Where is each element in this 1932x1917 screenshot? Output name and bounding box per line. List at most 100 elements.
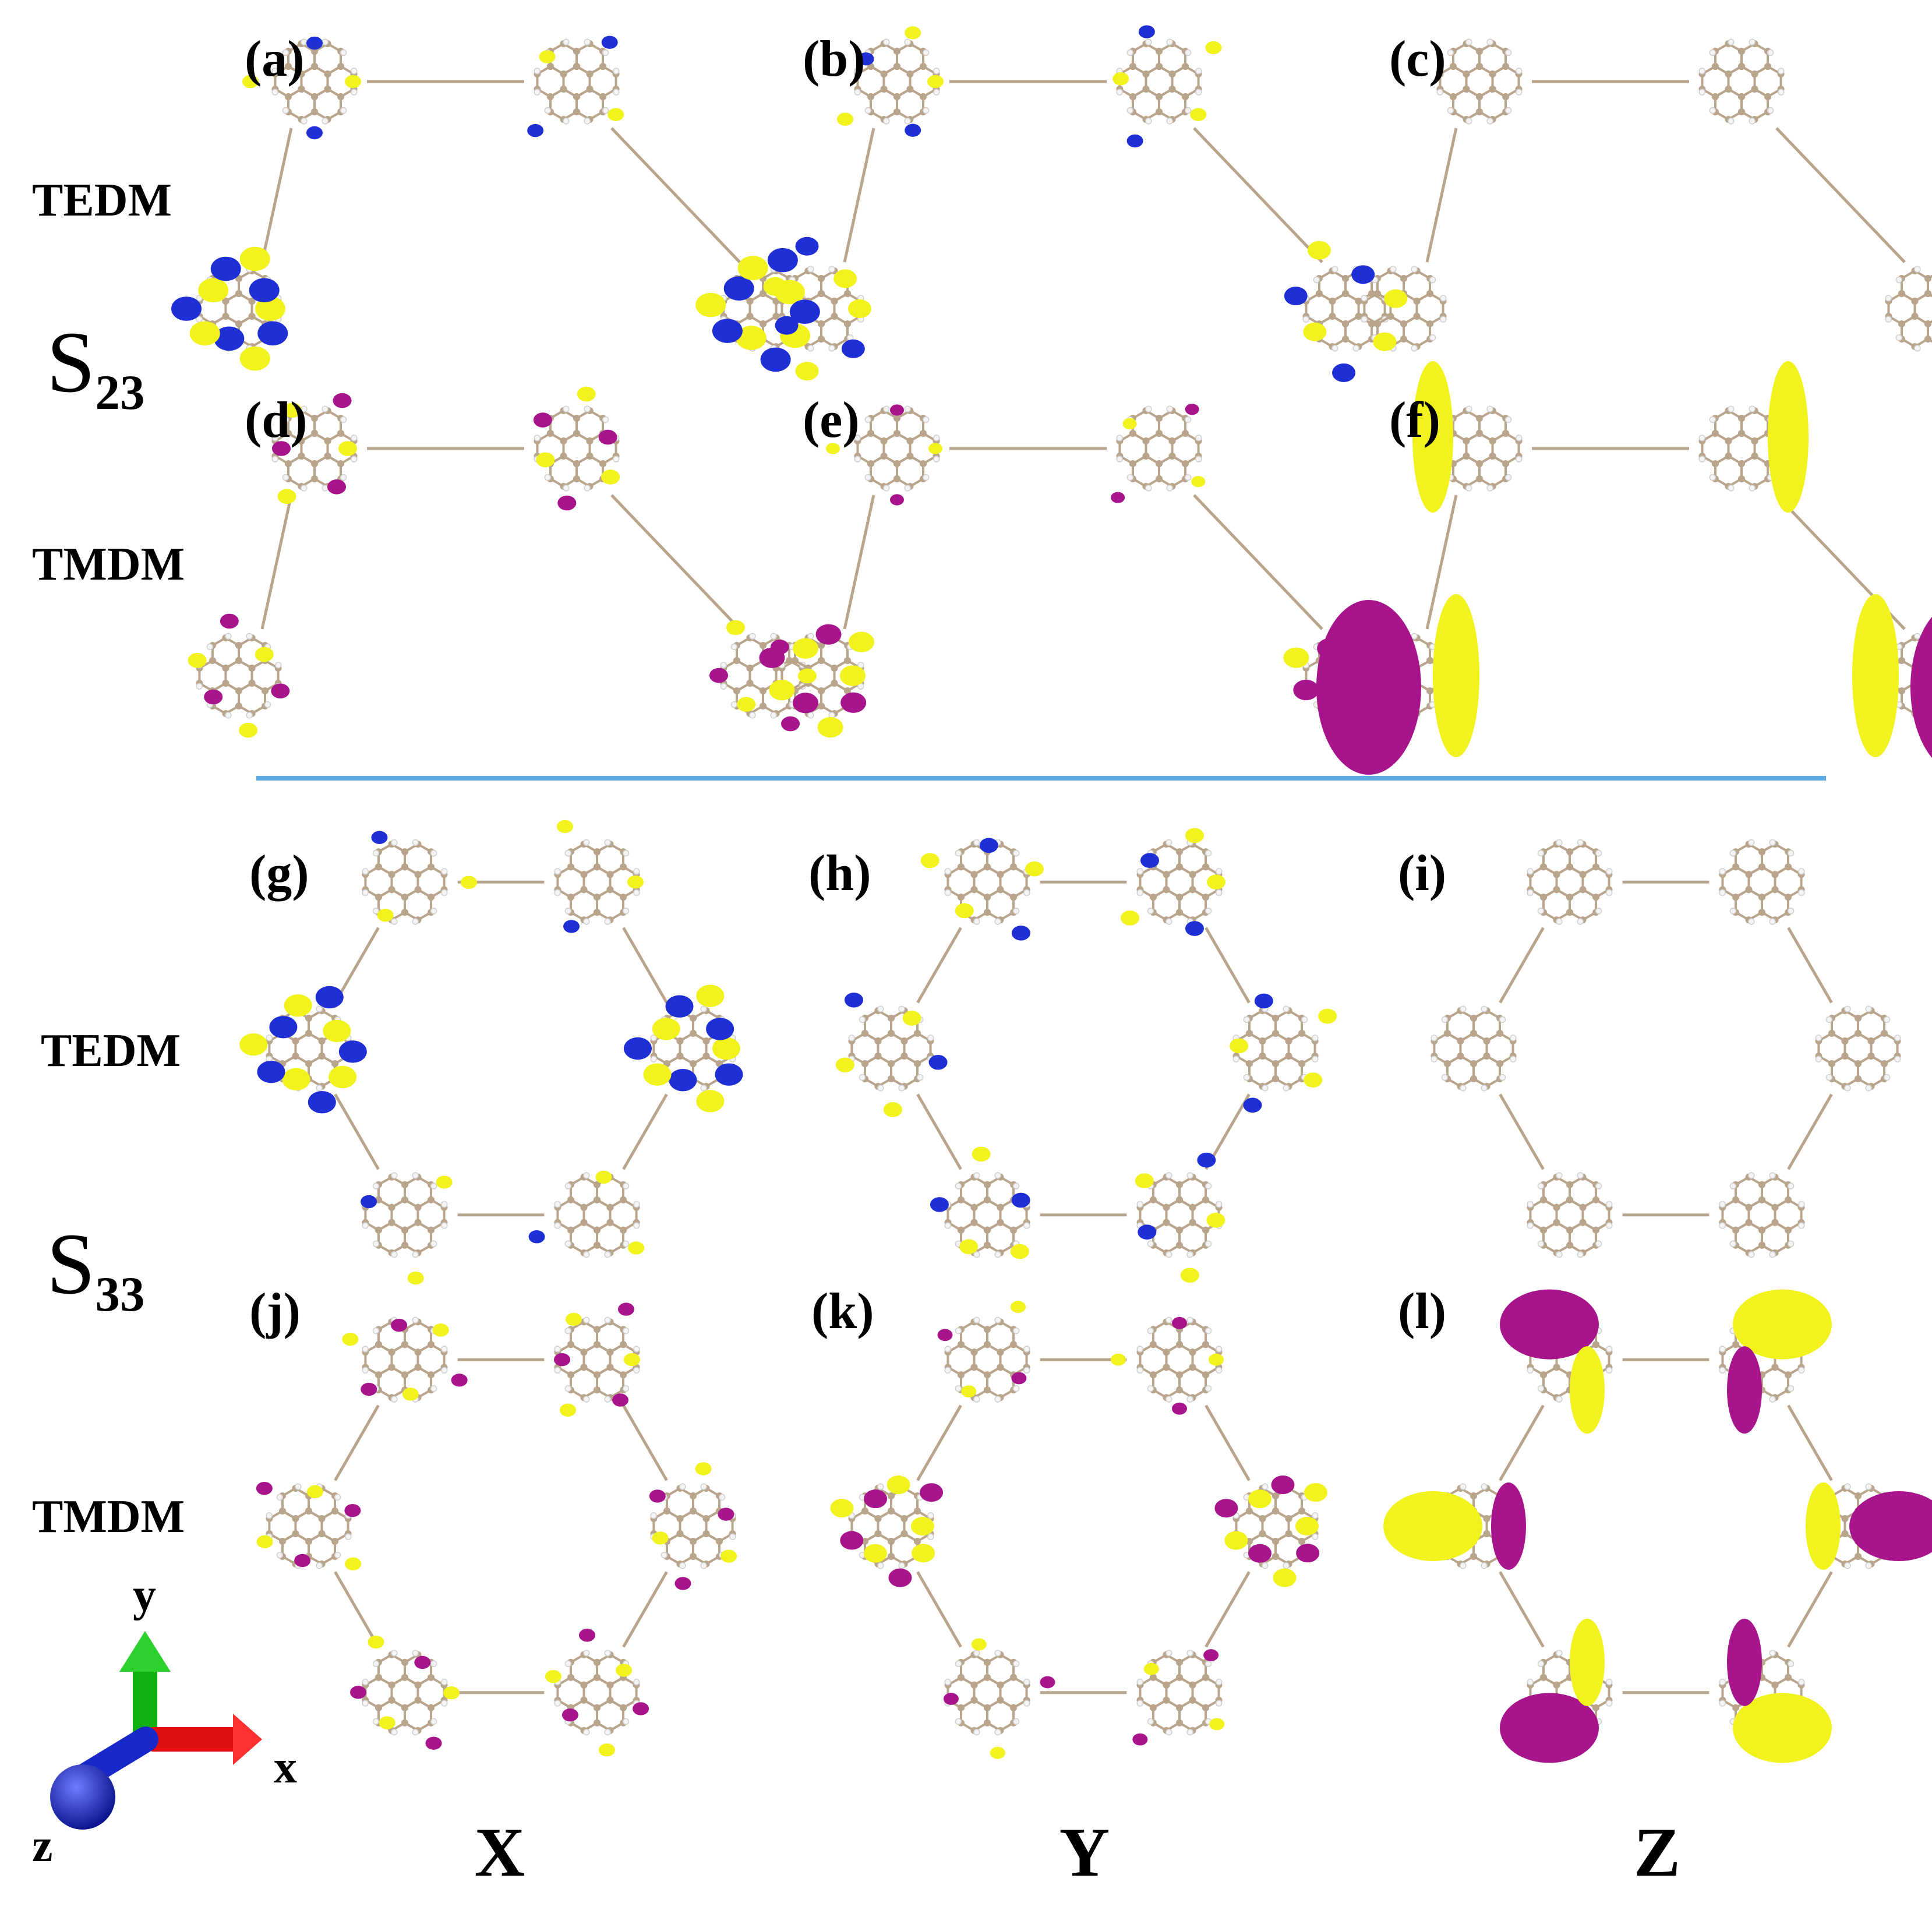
hydrogen-atom — [973, 918, 980, 925]
hydrogen-atom — [1481, 1005, 1488, 1012]
carbon-atom — [1426, 290, 1434, 297]
ring — [1569, 842, 1598, 876]
carbon-atom — [1129, 63, 1136, 70]
hydrogen-atom — [1698, 89, 1705, 96]
density-lobe — [902, 1011, 921, 1026]
hydrogen-atom — [1537, 849, 1545, 857]
hydrogen-atom — [1577, 1251, 1584, 1258]
carbon-atom — [1764, 63, 1772, 70]
hydrogen-atom — [854, 68, 861, 75]
state-label-s23: S23 — [47, 314, 144, 420]
carbon-atom — [401, 1719, 408, 1727]
carbon-atom — [957, 863, 965, 871]
hydrogen-atom — [441, 1678, 448, 1686]
density-lobe — [1011, 1372, 1027, 1385]
hydrogen-atom — [933, 435, 940, 442]
carbon-atom — [1771, 1203, 1779, 1211]
ring — [1178, 1365, 1207, 1399]
linker-bond — [1205, 1571, 1251, 1648]
carbon-atom — [324, 453, 331, 460]
carbon-atom — [831, 665, 838, 672]
panel-label-e: (e) — [803, 392, 860, 449]
ring — [575, 454, 605, 488]
hydrogen-atom — [1145, 405, 1152, 412]
carbon-atom — [984, 1371, 991, 1379]
ring — [377, 1653, 406, 1687]
density-lobe — [1172, 1316, 1187, 1329]
ring — [1178, 1221, 1207, 1255]
linker-bond — [1499, 1093, 1545, 1170]
hydrogen-atom — [1116, 456, 1123, 463]
hydrogen-atom — [1145, 38, 1152, 45]
carbon-atom — [1745, 886, 1753, 894]
density-lobe — [905, 123, 921, 137]
ring — [575, 42, 605, 76]
carbon-atom — [580, 871, 588, 878]
carbon-atom — [428, 1674, 435, 1681]
carbon-atom — [1272, 1015, 1279, 1022]
density-lobe — [643, 1063, 672, 1086]
density-lobe — [789, 299, 820, 324]
carbon-atom — [690, 1030, 697, 1037]
density-lobe — [781, 716, 800, 732]
carbon-atom — [1202, 1196, 1210, 1203]
carbon-atom — [874, 1053, 882, 1060]
ring — [1714, 42, 1743, 76]
hydrogen-atom — [1216, 1346, 1223, 1353]
density-lobe — [284, 994, 312, 1017]
carbon-atom — [594, 1704, 601, 1711]
carbon-atom — [567, 1371, 574, 1379]
density-lobe — [425, 1736, 442, 1750]
carbon-atom — [1579, 1203, 1587, 1211]
ring — [1740, 409, 1769, 443]
ring — [1158, 42, 1187, 76]
carbon-atom — [1189, 1696, 1196, 1704]
density-lobe — [561, 1708, 578, 1722]
carbon-atom — [1176, 1196, 1183, 1203]
hydrogen-atom — [828, 345, 835, 352]
hydrogen-atom — [622, 1718, 630, 1725]
carbon-atom — [428, 1704, 435, 1711]
ring — [1761, 842, 1790, 876]
hydrogen-atom — [412, 918, 419, 925]
carbon-atom — [1413, 313, 1421, 320]
hydrogen-atom — [1527, 889, 1534, 896]
carbon-atom — [880, 437, 888, 444]
ring — [575, 87, 605, 121]
hydrogen-atom — [1136, 889, 1143, 896]
density-lobe — [527, 123, 544, 137]
hydrogen-atom — [1894, 1055, 1901, 1062]
carbon-atom — [1711, 460, 1719, 467]
hydrogen-atom — [1728, 118, 1735, 125]
carbon-atom — [1156, 430, 1163, 437]
carbon-atom — [580, 886, 588, 894]
hydrogen-atom — [412, 839, 419, 846]
ring — [665, 1487, 694, 1520]
hydrogen-atom — [604, 1396, 611, 1403]
density-lobe — [1293, 679, 1319, 701]
carbon-atom — [1449, 93, 1457, 100]
density-lobe — [718, 1508, 734, 1521]
density-lobe — [959, 1239, 979, 1254]
hydrogen-atom — [1709, 416, 1716, 423]
hydrogen-atom — [334, 1494, 341, 1501]
carbon-atom — [1476, 48, 1483, 55]
hydrogen-atom — [282, 416, 289, 423]
hydrogen-atom — [1195, 89, 1202, 96]
density-lobe — [171, 296, 202, 321]
hydrogen-atom — [1504, 107, 1512, 114]
carbon-atom — [1758, 1196, 1765, 1203]
carbon-atom — [1732, 1196, 1739, 1203]
hydrogen-atom — [622, 1240, 630, 1248]
hydrogen-atom — [430, 1182, 437, 1189]
density-lobe — [1852, 594, 1899, 757]
linker-bond — [334, 927, 380, 1004]
carbon-atom — [1758, 1226, 1765, 1234]
column-label-y: Y — [1059, 1813, 1110, 1891]
density-lobe — [607, 108, 624, 121]
carbon-atom — [401, 1181, 408, 1188]
hydrogen-atom — [883, 405, 890, 412]
density-lobe — [737, 256, 768, 280]
carbon-atom — [1738, 63, 1745, 70]
ring — [1761, 1221, 1790, 1255]
